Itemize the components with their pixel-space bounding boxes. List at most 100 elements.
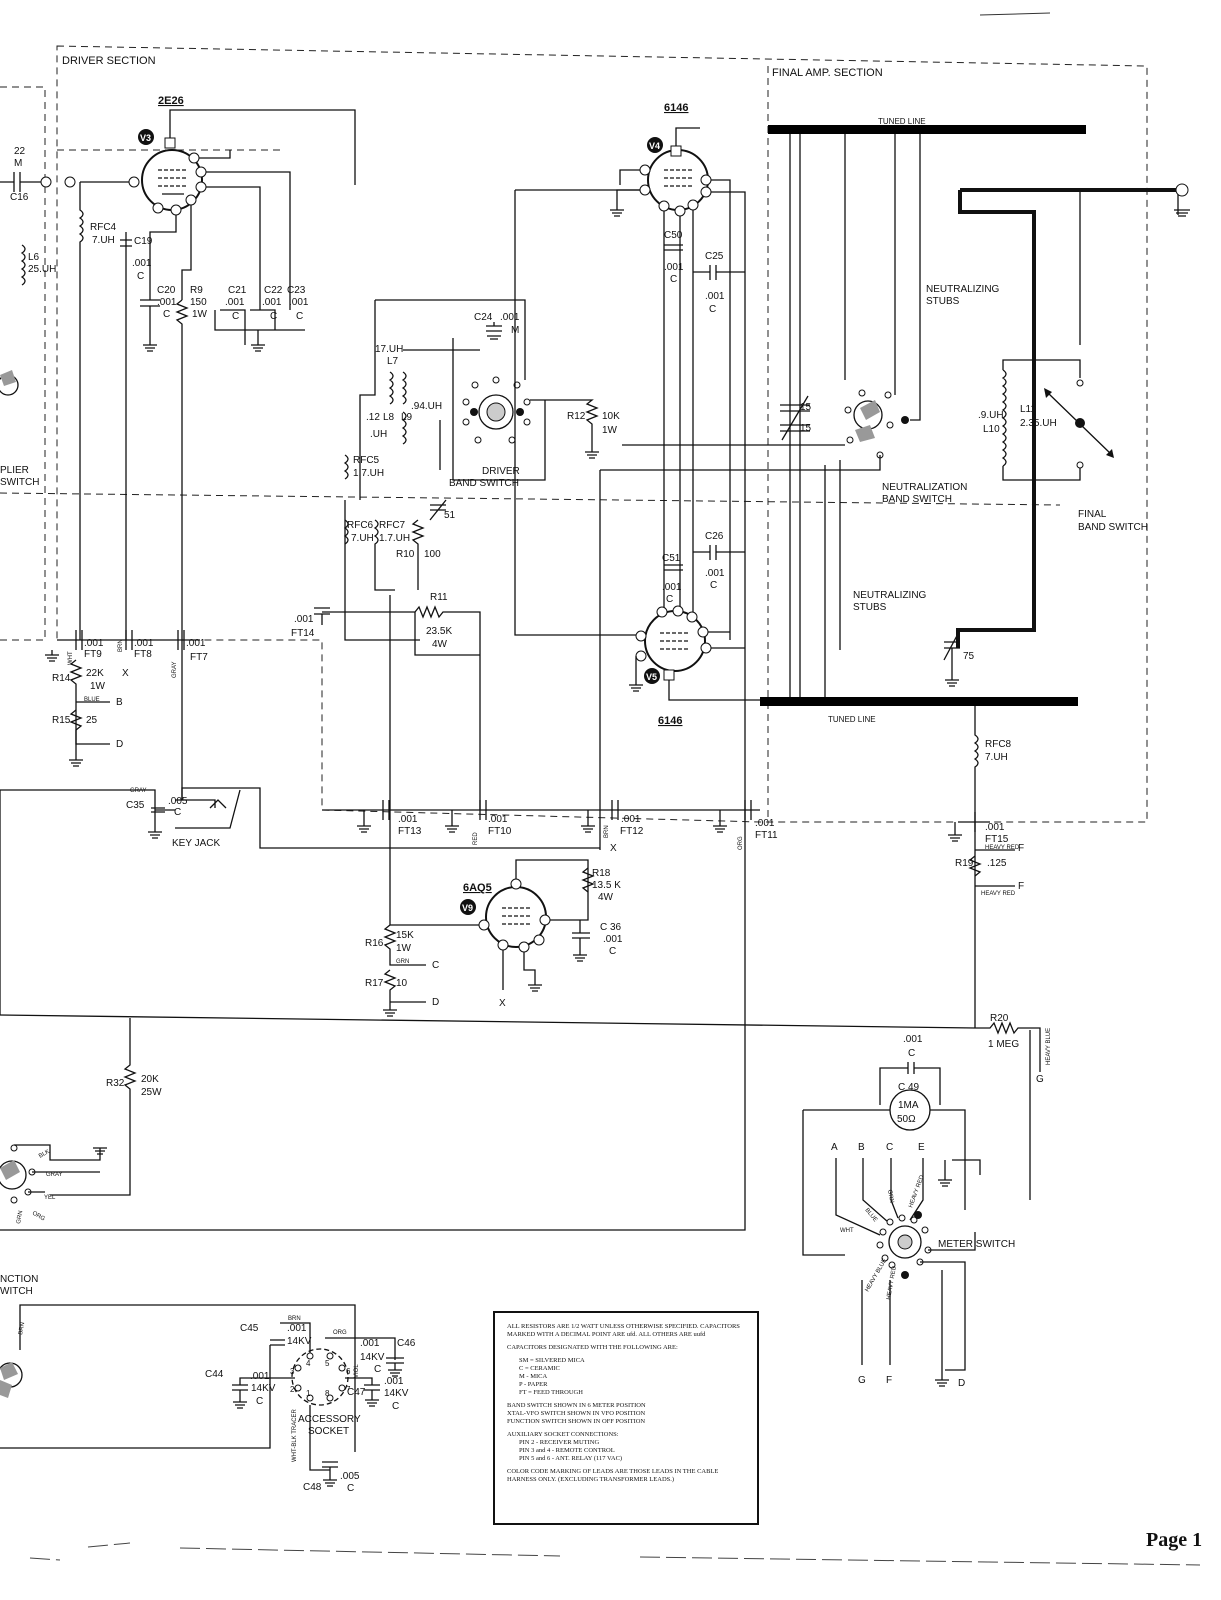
c47-kv: 14KV: [384, 1388, 409, 1399]
c19-val: .001: [132, 258, 152, 269]
r10-val: 100: [424, 549, 441, 560]
l6-ref: L6: [28, 252, 40, 263]
l9-val: .94.UH: [411, 401, 442, 412]
terminal-d-1: D: [116, 739, 123, 750]
neutralizing-stubs-upper-2: STUBS: [926, 296, 960, 307]
brn-label-1: BRN: [118, 639, 124, 652]
c20-val: .001: [157, 297, 177, 308]
c15b-val: 15: [800, 423, 812, 434]
gray-label-1: GRAY: [172, 661, 178, 678]
meter-range: 1MA: [898, 1100, 919, 1111]
accessory-socket-label-1: ACCESSORY: [298, 1414, 361, 1425]
grn-label-3: GRN: [886, 1189, 894, 1203]
c44-val: .001: [250, 1371, 270, 1382]
r9-ref: R9: [190, 285, 203, 296]
blue-label-2: BLUE: [863, 1207, 878, 1223]
driver-band-switch-label-2: BAND SWITCH: [449, 478, 519, 489]
c50-val: .001: [664, 262, 684, 273]
terminal-c-meter: C: [886, 1142, 893, 1153]
ft9-val: .001: [84, 638, 104, 649]
key-jack-icon: [175, 789, 241, 829]
note-6: FT = FEED THROUGH: [519, 1389, 583, 1396]
org-label-2: ORG: [31, 1211, 46, 1223]
r10-ref: R10: [396, 549, 415, 560]
svg-text:8: 8: [325, 1389, 330, 1398]
yel-label-1: YEL: [44, 1195, 56, 1201]
wht-blk-tracer-label: WHT-BLK TRACER: [292, 1408, 298, 1462]
c19-ref: C19: [134, 236, 153, 247]
rfc4-val: 7.UH: [92, 235, 115, 246]
terminal-d-3: D: [958, 1378, 965, 1389]
r17-ref: R17: [365, 978, 384, 989]
v3-plate-pin: [164, 137, 176, 149]
viol-label-1: VIOL: [354, 1364, 360, 1378]
c48-ref: C48: [303, 1482, 322, 1493]
ft7-val: .001: [186, 638, 206, 649]
r18-watt: 4W: [598, 892, 614, 903]
c51-val: .001: [662, 582, 682, 593]
function-switch-label-2: WITCH: [0, 1286, 33, 1297]
neutralizing-stubs-upper-1: NEUTRALIZING: [926, 284, 1000, 295]
l7-val: 17.UH: [375, 344, 403, 355]
c16-ref: C16: [10, 192, 29, 203]
org-label-1: ORG: [738, 836, 744, 850]
c35-ref: C35: [126, 800, 145, 811]
v4-ref: V4: [649, 141, 660, 151]
wht-label-2: WHT: [840, 1228, 854, 1234]
terminal-f-3: F: [886, 1375, 892, 1386]
c25-ref: C25: [705, 251, 724, 262]
c51-kind: C: [666, 594, 673, 605]
rfc4-coil: [78, 182, 84, 640]
c51-ref: C51: [662, 553, 681, 564]
heavy-blue-2: HEAVY BLUE: [865, 1258, 889, 1293]
c26-kind: C: [710, 580, 717, 591]
page-number: Page 1: [1146, 1529, 1203, 1551]
r15-ref: R15: [52, 715, 71, 726]
svg-text:3: 3: [290, 1367, 295, 1376]
note-1: CAPACITORS DESIGNATED WITH THE FOLLOWING…: [507, 1344, 678, 1351]
multiplier-switch-icon: [0, 370, 19, 396]
v5-ref: V5: [646, 672, 657, 682]
c36-kind: C: [609, 946, 616, 957]
r11-ref: R11: [430, 592, 448, 603]
c21-ref: C21: [228, 285, 247, 296]
ft15-val: .001: [985, 822, 1005, 833]
function-switch-label-1: NCTION: [0, 1274, 38, 1285]
c36-val: .001: [603, 934, 623, 945]
ft7-ref: FT7: [190, 652, 208, 663]
mid-dashed-line: [0, 492, 1061, 506]
c36-ref: C 36: [600, 922, 622, 933]
c25-kind: C: [709, 304, 716, 315]
r12-watt: 1W: [602, 425, 618, 436]
terminal-x-2: X: [610, 843, 617, 854]
ft11-val: .001: [755, 818, 775, 829]
wht-label-1: WHT: [68, 651, 74, 665]
l9-ref: L9: [401, 412, 413, 423]
terminal-a: A: [831, 1142, 838, 1153]
function-switch-lower-icon: [0, 1362, 23, 1398]
ft11-ref: FT11: [755, 830, 778, 841]
l11-ref: L11: [1020, 404, 1036, 415]
r19-val: .125: [987, 858, 1007, 869]
r18-val: 13.5 K: [592, 880, 621, 891]
l8-ref: L8: [383, 412, 395, 423]
rfc7-val: 1.7.UH: [379, 533, 410, 544]
v9-ref: V9: [462, 903, 473, 913]
r16-watt: 1W: [396, 943, 412, 954]
c23-kind: C: [296, 311, 303, 322]
final-band-switch-icon: [1044, 379, 1114, 469]
neutralization-band-switch-icon: [844, 389, 909, 459]
neutralization-switch-label-2: BAND SWITCH: [882, 494, 952, 505]
c46-ref: C46: [397, 1338, 416, 1349]
c47-val: .001: [384, 1376, 404, 1387]
r14-ref: R14: [52, 673, 71, 684]
heavy-red-4: HEAVY RED: [886, 1265, 898, 1300]
red-label-1: RED: [473, 832, 479, 845]
accessory-socket-label-2: SOCKET: [308, 1426, 349, 1437]
terminal-x-1: X: [122, 668, 129, 679]
rfc5-val: 1.7.UH: [353, 468, 384, 479]
svg-text:5: 5: [325, 1359, 330, 1368]
ft12-ref: FT12: [620, 826, 644, 837]
v4-type: 6146: [664, 102, 688, 114]
